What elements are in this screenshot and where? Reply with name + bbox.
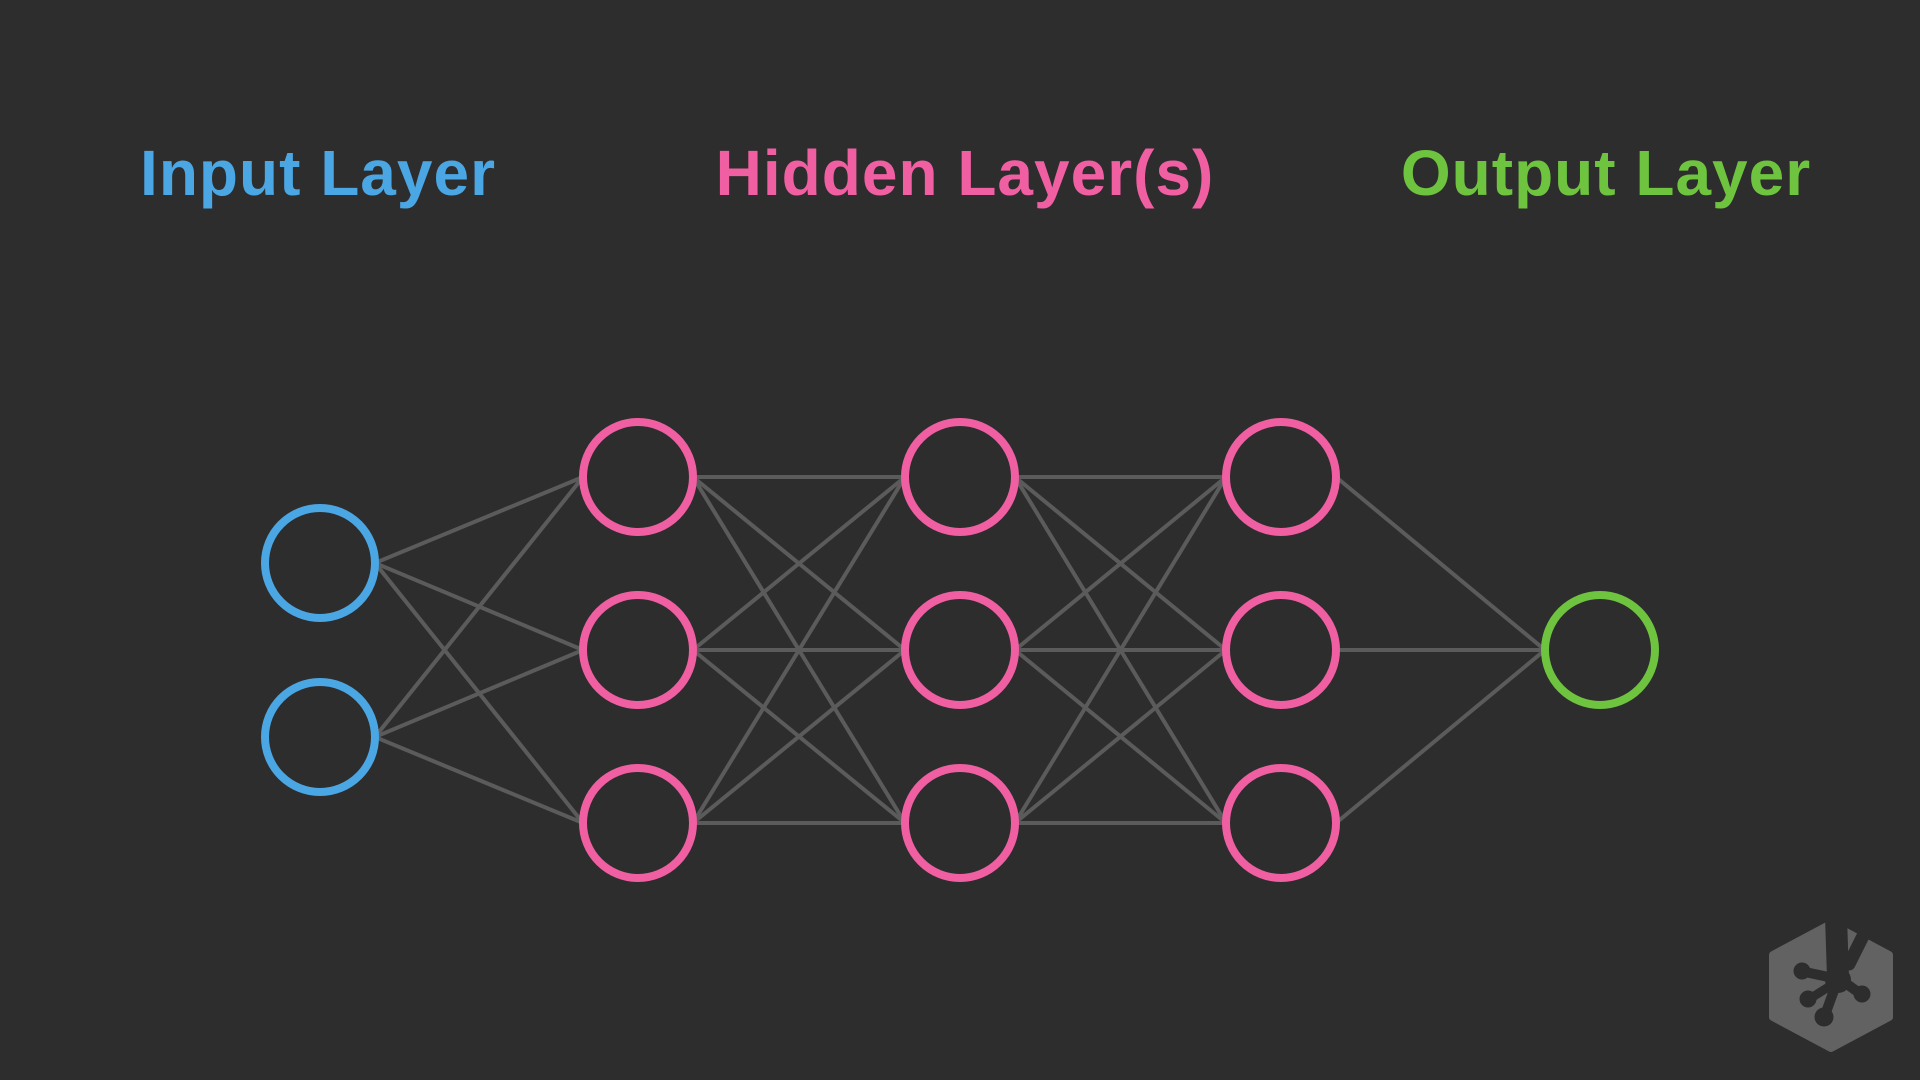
node-hidden-1-2	[579, 591, 697, 709]
node-hidden-1-1	[579, 418, 697, 536]
edge-hidden-3-3-to-output-1	[1334, 648, 1547, 825]
edge-input-2-to-hidden-1-2	[374, 648, 584, 739]
input-layer-title: Input Layer	[140, 137, 496, 209]
edge-hidden-2-3-to-hidden-3-1	[1013, 475, 1228, 825]
edge-hidden-1-3-to-hidden-2-1	[691, 475, 907, 825]
edge-hidden-1-2-to-hidden-2-1	[691, 475, 907, 652]
node-input-2	[261, 678, 379, 796]
node-hidden-2-3	[901, 764, 1019, 882]
node-input-1	[261, 504, 379, 622]
node-hidden-3-1	[1222, 418, 1340, 536]
node-hidden-2-2	[901, 591, 1019, 709]
node-hidden-2-1	[901, 418, 1019, 536]
edge-hidden-2-2-to-hidden-3-1	[1013, 475, 1228, 652]
edge-hidden-2-3-to-hidden-3-2	[1013, 648, 1228, 825]
node-hidden-3-2	[1222, 591, 1340, 709]
hidden-layer-title: Hidden Layer(s)	[715, 137, 1215, 209]
edge-lines	[373, 475, 1547, 825]
edge-hidden-3-1-to-output-1	[1334, 475, 1547, 652]
output-layer-title: Output Layer	[1400, 137, 1812, 209]
treehouse-logo-icon	[1769, 920, 1893, 1052]
edge-input-1-to-hidden-1-1	[374, 475, 584, 565]
edge-input-2-to-hidden-1-1	[373, 475, 585, 739]
node-hidden-3-3	[1222, 764, 1340, 882]
node-output-1	[1541, 591, 1659, 709]
edge-hidden-1-3-to-hidden-2-2	[691, 648, 907, 825]
edge-input-2-to-hidden-1-3	[374, 735, 584, 825]
neuron-nodes	[261, 418, 1659, 882]
node-hidden-1-3	[579, 764, 697, 882]
logo-frog-toes	[1793, 962, 1871, 1027]
